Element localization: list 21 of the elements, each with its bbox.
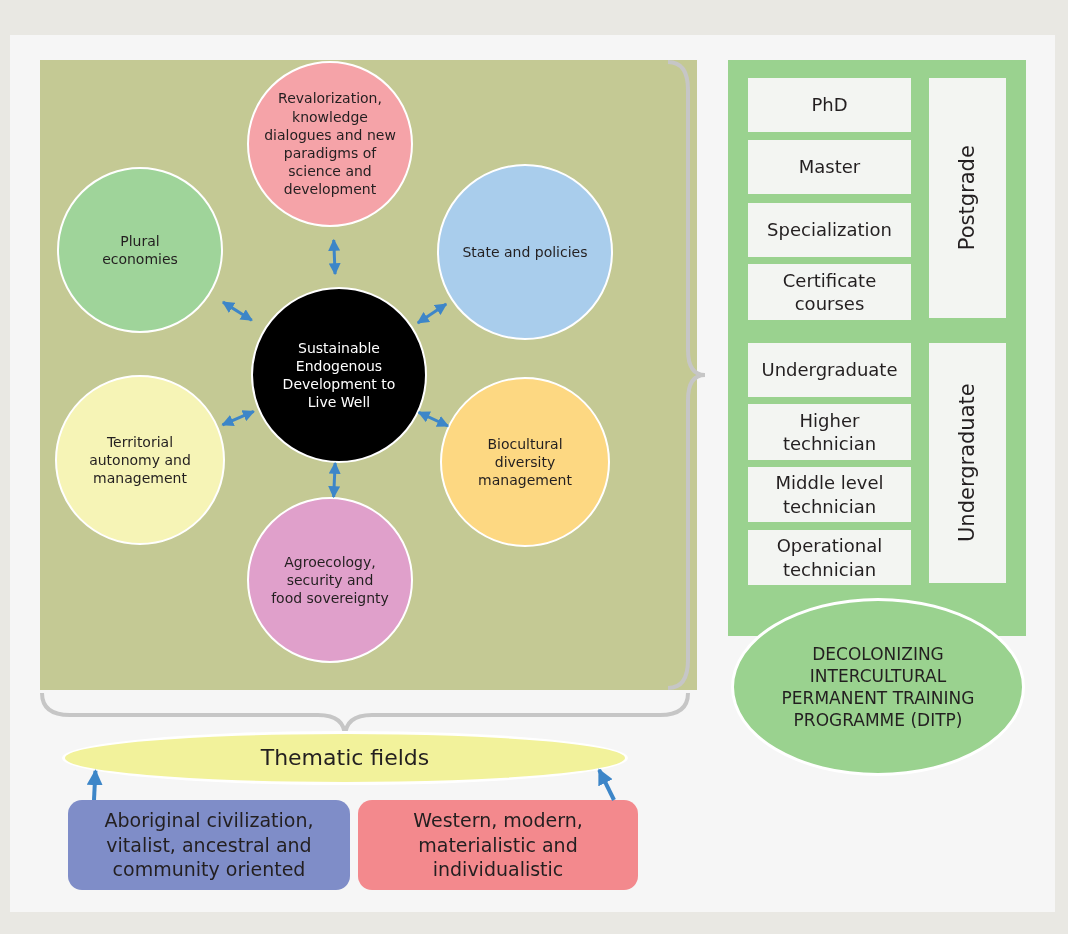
programme-panel (728, 60, 1026, 636)
arrow (417, 410, 450, 428)
group-box: Postgrade (929, 78, 1006, 318)
arrow (221, 300, 253, 322)
arrow (416, 302, 448, 325)
worldview-box: Western, modern, materialistic and individualistic (358, 800, 638, 890)
level-box: Certificate courses (748, 264, 911, 320)
worldview-box: Aboriginal civilization, vitalist, ancestral and community oriented (68, 800, 350, 890)
arrow (86, 769, 103, 801)
arrow (328, 238, 341, 276)
level-box: Higher technician (748, 404, 911, 460)
level-box: Specialization (748, 203, 911, 257)
level-box: Master (748, 140, 911, 194)
arrow (597, 768, 616, 801)
level-box: Operational technician (748, 530, 911, 585)
arrow (221, 410, 255, 427)
arrow (328, 461, 341, 499)
group-box: Undergraduate (929, 343, 1006, 583)
level-box: Undergraduate (748, 343, 911, 397)
level-box: Middle level technician (748, 467, 911, 522)
level-box: PhD (748, 78, 911, 132)
